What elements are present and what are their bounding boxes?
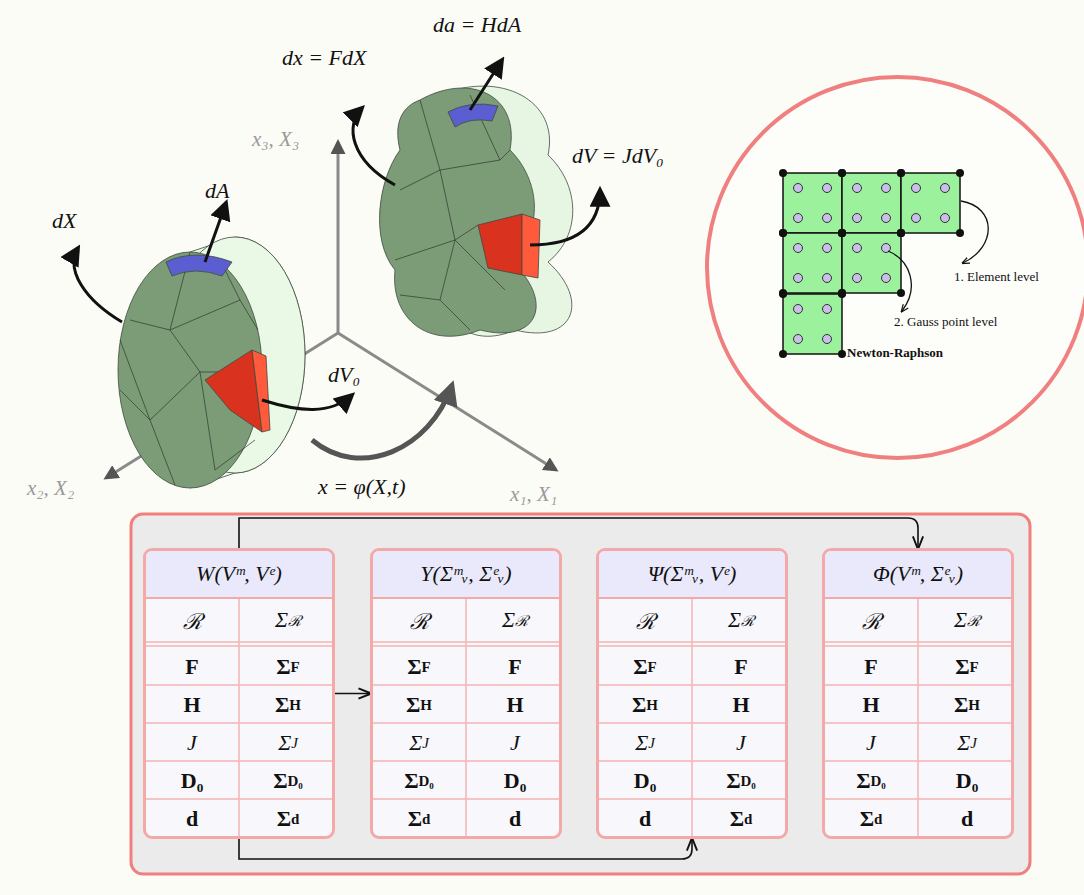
table-cell: Σd — [825, 800, 917, 838]
table-cell: ΣH — [599, 686, 691, 724]
math-label: x₂, X₂ — [27, 476, 74, 501]
table-cell: J — [695, 724, 787, 762]
table-cell: Σℛ — [921, 601, 1013, 639]
table-cell: Σd — [373, 800, 465, 838]
table-cell: ΣF — [373, 648, 465, 686]
table-cell: H — [469, 686, 561, 724]
inset-note: 2. Gauss point level — [894, 314, 997, 330]
table-cell: ΣH — [921, 686, 1013, 724]
table-cell: Σd — [695, 800, 787, 838]
inset-circle: 1. Element level 2. Gauss point levelNewt… — [705, 75, 1084, 460]
table-cell: ΣF — [599, 648, 691, 686]
table-cell: ΣF — [242, 648, 334, 686]
table-arrow — [335, 693, 370, 695]
table-cell: Σℛ — [242, 601, 334, 639]
table-cell: ℛ — [373, 601, 465, 639]
math-label: x = φ(X,t) — [318, 474, 405, 500]
table-cell: d — [146, 800, 238, 838]
table-cell: H — [146, 686, 238, 724]
table-cell: ΣD₀ — [695, 762, 787, 800]
table-cell: F — [146, 648, 238, 686]
table-cell: Σℛ — [695, 601, 787, 639]
table-arrow — [239, 518, 918, 548]
potential-table: W(Vᵐ, Vᵉ)ℛΣℛFΣFHΣHJΣJD₀ΣD₀dΣd — [143, 548, 335, 839]
table-cell: D₀ — [921, 762, 1013, 800]
math-label: dV = JdV₀ — [572, 143, 664, 169]
table-cell: ΣJ — [599, 724, 691, 762]
table-cell: H — [825, 686, 917, 724]
table-cell: ΣD₀ — [373, 762, 465, 800]
math-label: da = HdA — [433, 12, 521, 38]
inset-note: 1. Element level — [954, 269, 1039, 285]
potential-table: Ψ(Σᵐᵥ, Vᵉ)ℛΣℛΣFFΣHHΣJJD₀ΣD₀dΣd — [596, 548, 788, 839]
table-cell: ΣF — [921, 648, 1013, 686]
table-cell: ℛ — [146, 601, 238, 639]
table-cell: D₀ — [469, 762, 561, 800]
table-cell: D₀ — [146, 762, 238, 800]
table-cell: F — [695, 648, 787, 686]
table-cell: Σℛ — [469, 601, 561, 639]
table-cell: ℛ — [825, 601, 917, 639]
table-cell: d — [921, 800, 1013, 838]
table-cell: ΣD₀ — [825, 762, 917, 800]
table-cell: D₀ — [599, 762, 691, 800]
math-label: dV₀ — [328, 362, 360, 388]
potential-table: Φ(Vᵐ, Σᵉᵥ)ℛΣℛFΣFHΣHJΣJΣD₀D₀Σdd — [822, 548, 1014, 839]
table-header: Υ(Σᵐᵥ, Σᵉᵥ) — [373, 551, 559, 599]
math-label: dX — [52, 208, 76, 234]
table-header: Φ(Vᵐ, Σᵉᵥ) — [825, 551, 1011, 599]
table-cell: ΣJ — [242, 724, 334, 762]
math-label: dA — [205, 178, 229, 204]
table-arrow — [239, 839, 692, 859]
table-cell: ΣJ — [921, 724, 1013, 762]
table-cell: F — [469, 648, 561, 686]
table-cell: ΣH — [242, 686, 334, 724]
inset-title: Newton-Raphson — [847, 345, 943, 361]
table-cell: J — [469, 724, 561, 762]
table-cell: ΣH — [373, 686, 465, 724]
table-cell: J — [825, 724, 917, 762]
math-label: x₁, X₁ — [510, 482, 557, 507]
math-label: x₃, X₃ — [252, 127, 299, 152]
table-header: W(Vᵐ, Vᵉ) — [146, 551, 332, 599]
table-cell: d — [469, 800, 561, 838]
table-header: Ψ(Σᵐᵥ, Vᵉ) — [599, 551, 785, 599]
mesh-drawing — [705, 75, 1084, 460]
table-cell: ΣD₀ — [242, 762, 334, 800]
math-label: dx = FdX — [282, 45, 367, 71]
table-cell: F — [825, 648, 917, 686]
table-cell: d — [599, 800, 691, 838]
potential-table: Υ(Σᵐᵥ, Σᵉᵥ)ℛΣℛΣFFΣHHΣJJΣD₀D₀Σdd — [370, 548, 562, 839]
table-cell: H — [695, 686, 787, 724]
table-cell: Σd — [242, 800, 334, 838]
table-cell: ℛ — [599, 601, 691, 639]
table-cell: ΣJ — [373, 724, 465, 762]
table-cell: J — [146, 724, 238, 762]
